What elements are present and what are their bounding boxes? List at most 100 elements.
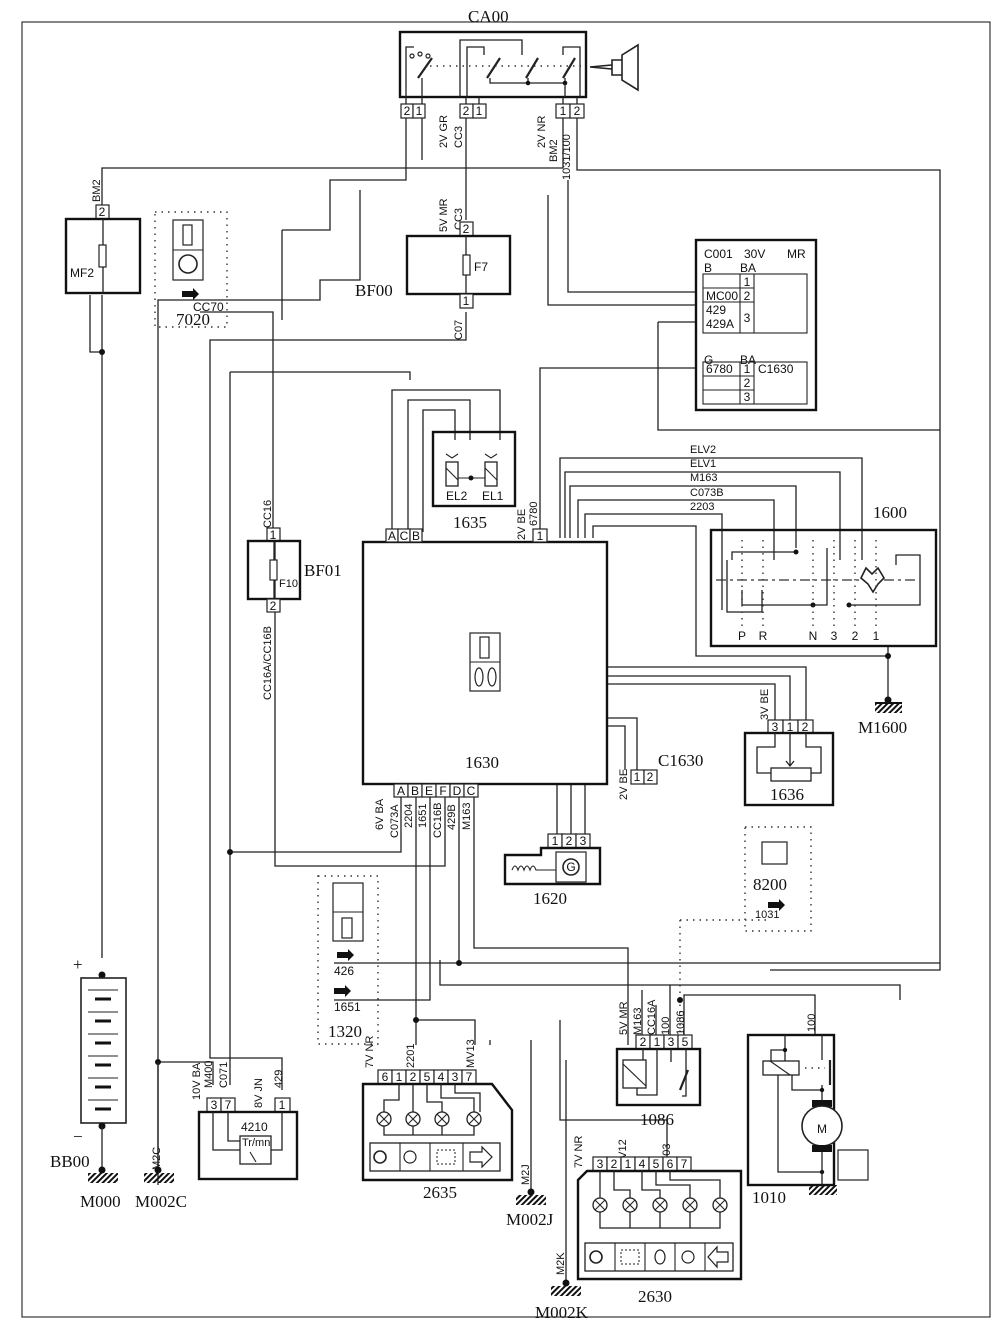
label: 1 — [552, 834, 559, 848]
wire-segment — [567, 180, 697, 293]
page-frame — [21, 21, 991, 1318]
connector-grid-icon — [761, 841, 788, 865]
label: 2V BE — [516, 509, 528, 540]
label: M002C — [135, 1192, 187, 1211]
wire-segment — [636, 1049, 658, 1096]
label: 2V NR — [536, 116, 548, 148]
wire-segment — [503, 846, 602, 886]
label: 1620 — [533, 889, 567, 908]
label: 7 — [681, 1157, 688, 1171]
label: 1 — [416, 104, 423, 118]
connector-pin — [643, 769, 658, 785]
junction-dot — [98, 971, 106, 979]
label: 1320 — [328, 1022, 362, 1041]
junctions — [99, 349, 891, 1065]
label: M000 — [80, 1192, 121, 1211]
headlamp-icon — [589, 1250, 603, 1264]
wire-segment — [622, 1059, 647, 1089]
label: C — [467, 784, 476, 798]
wire-segment — [849, 554, 921, 606]
label: 6V BA — [374, 798, 386, 830]
wire-segment — [555, 851, 587, 883]
junction-dot — [456, 960, 462, 966]
solenoid-block-1635: EL2 EL1 1635 — [431, 430, 517, 532]
junction-dot — [413, 1017, 419, 1023]
c001-diagnostic-connector: C001 30V MR B BA MC00 429 429A 1 2 3 G B… — [694, 238, 818, 412]
label: M2J — [520, 1164, 532, 1185]
wire-segment — [769, 1060, 791, 1076]
label: 1010 — [752, 1188, 786, 1207]
label: M002K — [535, 1303, 589, 1322]
wire-segment — [98, 244, 107, 268]
label: R — [759, 629, 768, 643]
wire-segment — [405, 46, 423, 97]
wire-segment — [95, 997, 111, 1111]
wire-segment — [101, 118, 564, 205]
label: D — [453, 784, 462, 798]
label: EL1 — [482, 489, 504, 503]
ecu-bottom-pins: A B E F D C — [393, 783, 479, 798]
starter-motor-1010: 100 M 1010 — [746, 1014, 869, 1207]
label: B — [704, 261, 712, 275]
label: 2 — [99, 205, 106, 219]
label: 2 — [574, 104, 581, 118]
wire-segment — [361, 540, 609, 786]
wire-segment — [559, 1020, 668, 1160]
label: C07 — [453, 320, 465, 340]
junction-dot — [227, 849, 233, 855]
wire-segment — [405, 97, 578, 104]
label: M400 — [203, 1060, 215, 1088]
wire-segment — [230, 797, 402, 853]
wire-segment — [317, 875, 379, 1045]
wire-segment — [158, 1061, 214, 1085]
label: 1 — [476, 104, 483, 118]
connector-pin — [412, 103, 426, 119]
ecu-1630: A C B 1 2V BE 6780 1630 A B E F D C 6V B… — [361, 502, 609, 838]
label: F — [439, 784, 446, 798]
wire-segment — [398, 30, 588, 99]
label: MC00 — [706, 289, 738, 303]
label: 2 — [611, 1157, 618, 1171]
label: 1 — [787, 720, 794, 734]
label: 5V MR — [438, 198, 450, 232]
label: BB00 — [50, 1152, 90, 1171]
wire-segment — [607, 717, 638, 770]
label: − — [73, 1127, 83, 1146]
wire-segment — [684, 1199, 696, 1211]
label: MR — [787, 247, 806, 261]
wire-segment — [607, 666, 807, 720]
module-1320: 426 1651 1320 — [317, 875, 379, 1045]
junction-dot — [884, 696, 892, 704]
label: 3 — [452, 1070, 459, 1084]
label: BF01 — [304, 561, 342, 580]
label: 1031 — [755, 909, 779, 921]
ground-m002j: M2J M002J — [506, 1164, 554, 1229]
ground-symbol — [516, 1195, 546, 1205]
wire-segment — [657, 321, 940, 431]
wire-segment — [431, 430, 517, 508]
wire-segment — [641, 985, 816, 1045]
connector-pin — [425, 53, 431, 59]
label: A — [397, 784, 405, 798]
label: 2 — [647, 770, 654, 784]
label: M163 — [461, 802, 473, 830]
wire-segment — [670, 1049, 687, 1097]
tachometer-4210: 10V BA M400 C071 8V JN 429 3 7 1 4210 Tr… — [191, 1060, 299, 1181]
fog-lamp-icon — [654, 1249, 666, 1265]
wire-segment — [594, 1199, 606, 1211]
label: 2 — [404, 104, 411, 118]
wire-segment — [607, 725, 626, 770]
wire-segment — [539, 367, 697, 532]
relay-1086: 5V MR M163 CC16A 100 1086 2 1 3 5 1086 — [615, 999, 702, 1129]
label: 4 — [639, 1157, 646, 1171]
label: 1 — [654, 1035, 661, 1049]
ground-symbol — [88, 1173, 118, 1183]
wire-segment — [407, 399, 471, 532]
wire-segment — [709, 528, 938, 648]
module-8200: 8200 1031 — [744, 826, 812, 932]
wire-segment — [391, 389, 501, 532]
connector-c1630: 2V BE 1 2 C1630 — [618, 751, 703, 800]
arrow-icon — [334, 985, 351, 997]
wire-segment — [269, 559, 278, 581]
